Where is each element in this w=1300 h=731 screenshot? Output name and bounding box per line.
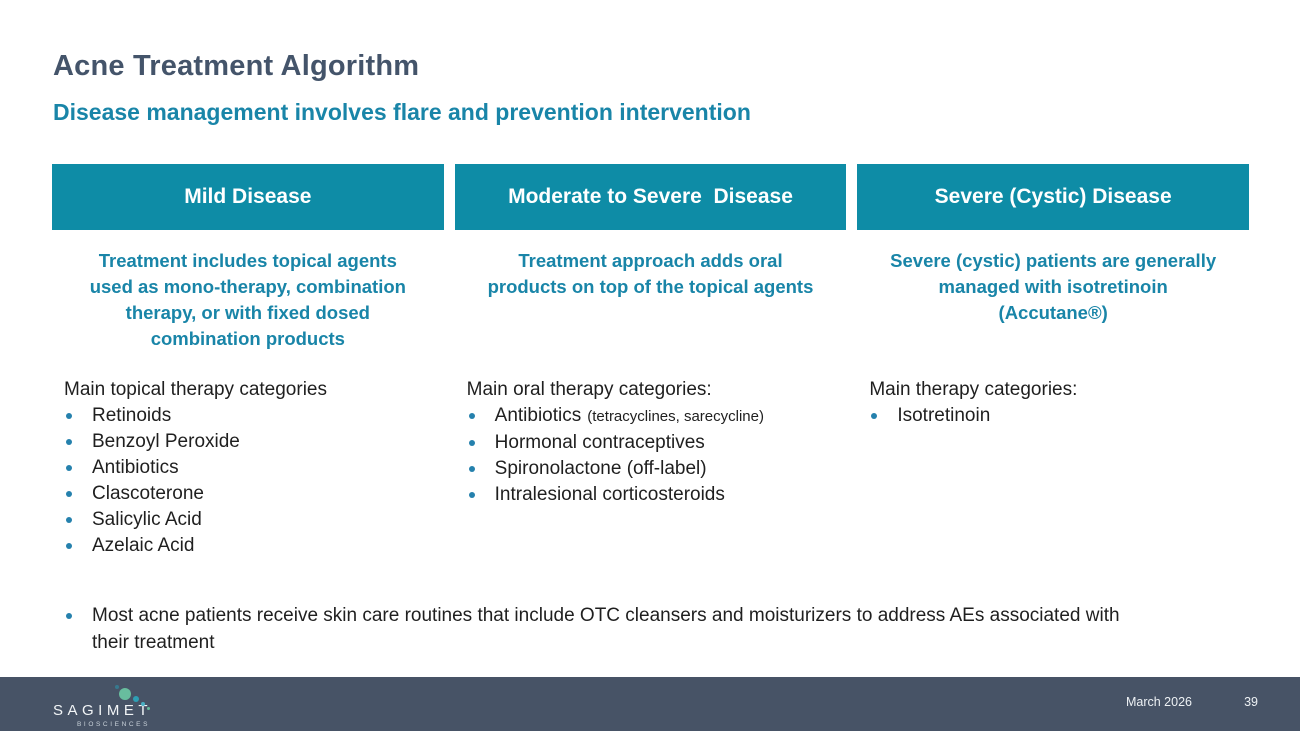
- bullet-icon: [468, 466, 475, 472]
- sagimet-logo: SAGIMET BIOSCIENCES: [53, 702, 152, 728]
- bullet-icon: [66, 491, 72, 497]
- list-item: Intralesional corticosteroids: [467, 482, 847, 508]
- list-item: Benzoyl Peroxide: [64, 429, 444, 455]
- bullet-icon: [66, 413, 72, 419]
- treatment-columns: Mild Disease Treatment includes topical …: [52, 164, 1249, 559]
- list-item: Salicylic Acid: [64, 507, 444, 533]
- list-item-note: (tetracyclines, sarecycline): [587, 408, 764, 425]
- column-description: Treatment approach adds oral products on…: [487, 250, 814, 297]
- bullet-icon: [66, 517, 72, 523]
- list-item: Azelaic Acid: [64, 533, 444, 559]
- list-item-label: Clascoterone: [92, 483, 204, 504]
- bullet-icon: [66, 543, 72, 549]
- bullet-icon: [66, 613, 72, 619]
- list-item-label: Retinoids: [92, 405, 172, 426]
- footer-bar: SAGIMET BIOSCIENCES March 2026 39: [0, 677, 1300, 731]
- molecule-dot-icon: [141, 702, 145, 706]
- list-item: Spironolactone (off-label): [467, 456, 847, 482]
- bullet-icon: [468, 413, 475, 419]
- slide-subtitle: Disease management involves flare and pr…: [53, 99, 751, 125]
- list-item: Antibiotics: [64, 455, 444, 481]
- column-header: Severe (Cystic) Disease: [857, 164, 1249, 230]
- list-item: Hormonal contraceptives: [467, 430, 847, 456]
- list-item: Retinoids: [64, 403, 444, 429]
- bullet-icon: [871, 413, 878, 419]
- column-description: Treatment includes topical agents used a…: [89, 250, 406, 349]
- bullet-icon: [66, 465, 72, 471]
- bullet-icon: [66, 439, 72, 445]
- list-item: Clascoterone: [64, 481, 444, 507]
- footnote-text: Most acne patients receive skin care rou…: [92, 605, 1120, 653]
- column-mild-disease: Mild Disease Treatment includes topical …: [52, 164, 444, 559]
- footer-date: March 2026: [1125, 695, 1192, 709]
- bullet-icon: [468, 492, 475, 498]
- molecule-dot-icon: [147, 707, 150, 710]
- list-item-label: Salicylic Acid: [92, 509, 202, 530]
- list-item-label: Antibiotics: [92, 457, 179, 478]
- list-item-label: Azelaic Acid: [92, 535, 195, 556]
- page-number: 39: [1244, 695, 1258, 709]
- column-description: Severe (cystic) patients are generally m…: [890, 250, 1217, 323]
- molecule-dot-icon: [119, 688, 131, 700]
- list-heading: Main topical therapy categories: [64, 379, 327, 400]
- logo-wordmark: SAGIMET: [53, 702, 153, 719]
- column-moderate-severe-disease: Moderate to Severe Disease Treatment app…: [454, 164, 847, 559]
- molecule-dot-icon: [115, 685, 119, 689]
- list-item-label: Antibiotics: [494, 405, 582, 426]
- column-severe-cystic-disease: Severe (Cystic) Disease Severe (cystic) …: [857, 164, 1249, 559]
- therapy-list: Main therapy categories: Isotretinoin: [857, 376, 1249, 429]
- column-header: Moderate to Severe Disease: [454, 164, 847, 230]
- footnote: Most acne patients receive skin care rou…: [64, 602, 1234, 656]
- list-item-label: Spironolactone (off-label): [494, 458, 707, 479]
- column-header: Mild Disease: [52, 164, 444, 230]
- list-item-label: Benzoyl Peroxide: [92, 431, 240, 452]
- logo-subtext: BIOSCIENCES: [77, 721, 151, 728]
- therapy-list: Main topical therapy categories Retinoid…: [52, 376, 444, 559]
- list-item: Isotretinoin: [869, 403, 1249, 429]
- list-item-label: Hormonal contraceptives: [494, 432, 705, 453]
- list-item: Antibiotics (tetracyclines, sarecycline): [467, 403, 847, 430]
- therapy-list: Main oral therapy categories: Antibiotic…: [455, 376, 847, 508]
- slide-title: Acne Treatment Algorithm: [53, 50, 420, 82]
- bullet-icon: [468, 440, 475, 446]
- list-heading: Main therapy categories:: [869, 379, 1078, 400]
- list-item-label: Isotretinoin: [897, 405, 991, 426]
- list-heading: Main oral therapy categories:: [466, 379, 712, 400]
- list-item-label: Intralesional corticosteroids: [494, 484, 725, 505]
- molecule-dot-icon: [133, 696, 139, 702]
